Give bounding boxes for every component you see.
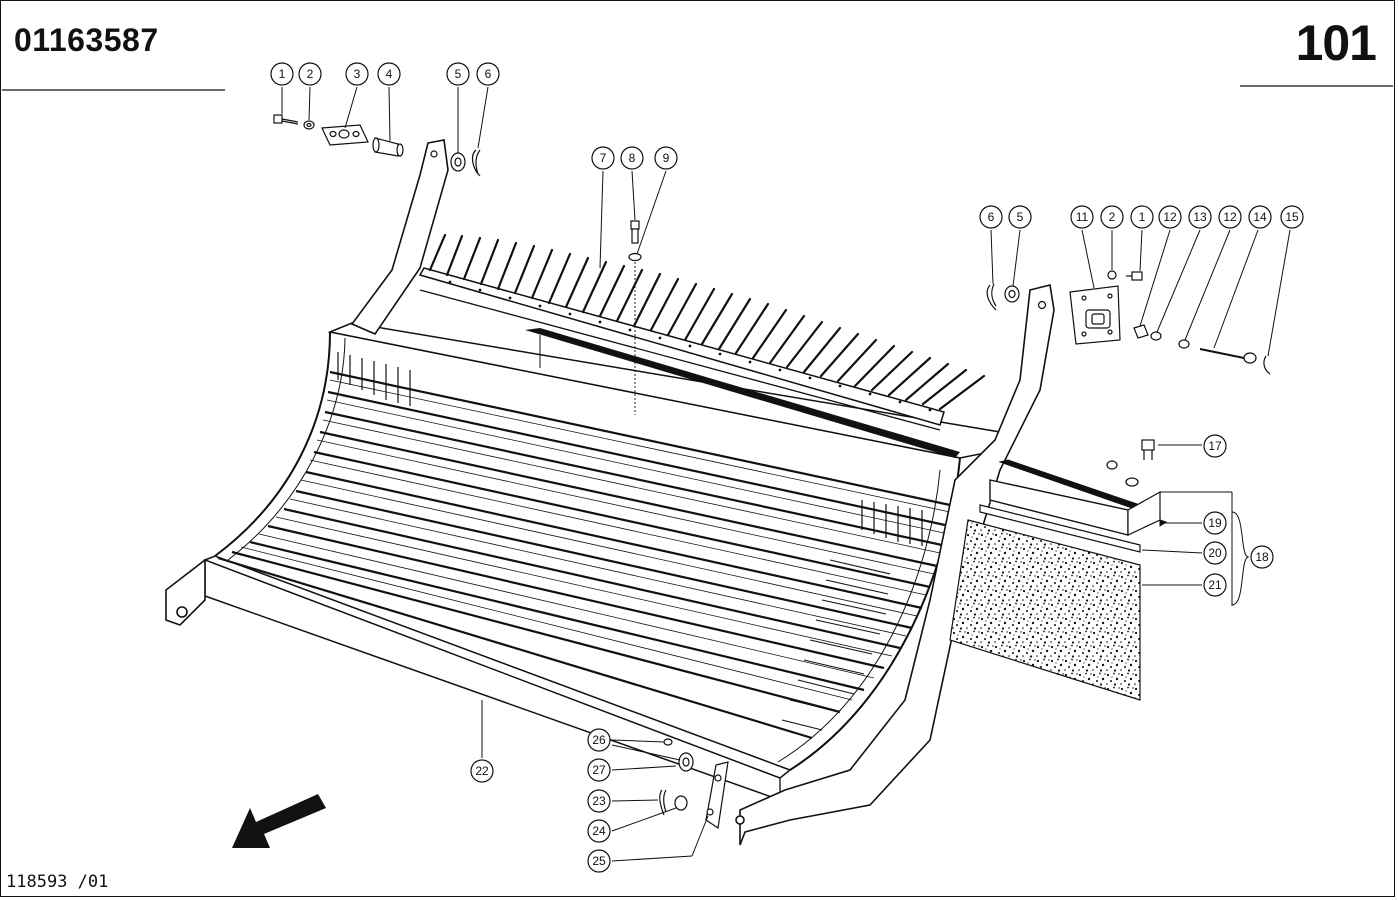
svg-text:2: 2: [307, 67, 314, 81]
callout-18: 18: [1250, 545, 1274, 569]
callout-11: 11: [1070, 205, 1094, 229]
svg-text:1: 1: [279, 67, 286, 81]
callout-1: 1: [270, 62, 294, 86]
svg-text:19: 19: [1208, 516, 1222, 530]
svg-text:9: 9: [663, 151, 670, 165]
callout-27: 27: [587, 758, 611, 782]
svg-text:26: 26: [592, 733, 606, 747]
callout-17: 17: [1203, 434, 1227, 458]
callout-20: 20: [1203, 541, 1227, 565]
header-rules: [2, 85, 1393, 91]
callout-5: 5: [446, 62, 470, 86]
callout-8: 8: [620, 146, 644, 170]
callout-22: 22: [470, 759, 494, 783]
svg-text:2: 2: [1109, 210, 1116, 224]
callout-2: 2: [298, 62, 322, 86]
svg-text:24: 24: [592, 824, 606, 838]
leader-lines: [281, 86, 1291, 862]
drawing-number: 01163587: [14, 22, 159, 58]
svg-text:17: 17: [1208, 439, 1222, 453]
svg-text:6: 6: [988, 210, 995, 224]
left-side-arm: [350, 139, 449, 335]
svg-text:20: 20: [1208, 546, 1222, 560]
svg-text:8: 8: [629, 151, 636, 165]
svg-text:7: 7: [600, 151, 607, 165]
svg-text:21: 21: [1208, 578, 1222, 592]
callout-13: 13: [1188, 205, 1212, 229]
direction-arrow-icon: [232, 794, 326, 848]
callout-25: 25: [587, 849, 611, 873]
right-side-arm: [735, 284, 1055, 846]
callout-4: 4: [377, 62, 401, 86]
svg-text:6: 6: [485, 67, 492, 81]
callout-9: 9: [654, 146, 678, 170]
svg-text:12: 12: [1223, 210, 1237, 224]
callout-19: 19: [1203, 511, 1227, 535]
callout-6-right: 6: [979, 205, 1003, 229]
footer-reference: 118593 /01: [6, 872, 109, 892]
callout-24: 24: [587, 819, 611, 843]
svg-text:4: 4: [386, 67, 393, 81]
callout-15: 15: [1280, 205, 1304, 229]
callout-7: 7: [591, 146, 615, 170]
svg-text:11: 11: [1076, 210, 1089, 224]
callout-5-right: 5: [1008, 205, 1032, 229]
lower-fastener-group: [659, 738, 729, 830]
right-fastener-group: [986, 270, 1271, 375]
svg-text:5: 5: [455, 67, 462, 81]
svg-text:3: 3: [354, 67, 361, 81]
callout-21: 21: [1203, 573, 1227, 597]
callout-markers: 1 2 3 4 5 6 7 8 9 6 5 11 2 1 12 13 12 14…: [270, 62, 1304, 873]
svg-text:25: 25: [592, 854, 606, 868]
finger-comb: [418, 233, 986, 458]
callout-6: 6: [476, 62, 500, 86]
svg-text:13: 13: [1193, 210, 1207, 224]
svg-text:14: 14: [1253, 210, 1267, 224]
svg-text:27: 27: [592, 763, 606, 777]
page-number: 101: [1295, 15, 1377, 71]
callout-2-right: 2: [1100, 205, 1124, 229]
svg-text:23: 23: [592, 794, 606, 808]
callout-12: 12: [1158, 205, 1182, 229]
callout-12-second: 12: [1218, 205, 1242, 229]
svg-text:22: 22: [475, 764, 489, 778]
svg-text:5: 5: [1017, 210, 1024, 224]
svg-text:15: 15: [1285, 210, 1299, 224]
svg-text:12: 12: [1163, 210, 1177, 224]
svg-text:18: 18: [1255, 550, 1269, 564]
callout-26: 26: [587, 728, 611, 752]
left-fastener-group: [273, 114, 481, 177]
callout-3: 3: [345, 62, 369, 86]
callout-14: 14: [1248, 205, 1272, 229]
svg-text:1: 1: [1139, 210, 1146, 224]
callout-1-right: 1: [1130, 205, 1154, 229]
callout-23: 23: [587, 789, 611, 813]
center-bolt: [628, 220, 642, 415]
left-bottom-bracket: [165, 558, 206, 626]
